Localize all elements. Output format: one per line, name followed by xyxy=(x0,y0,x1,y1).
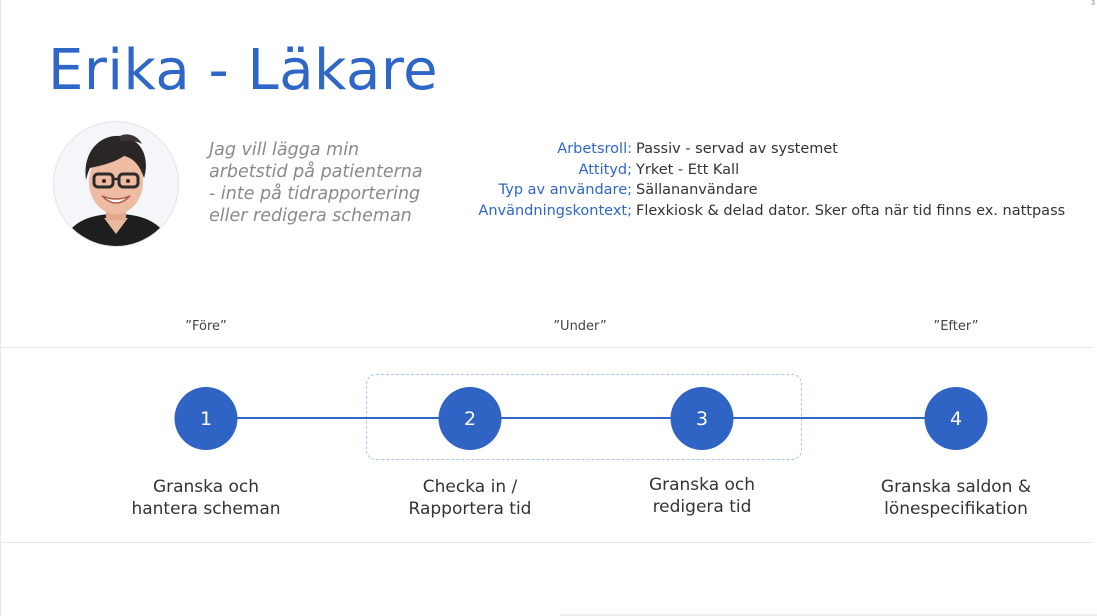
phase-label-before: ”Före” xyxy=(185,319,227,334)
step-label-1: Granska och hantera scheman xyxy=(131,476,280,520)
step-label-line: redigera tid xyxy=(652,497,752,517)
page-title: Erika - Läkare xyxy=(48,38,439,103)
avatar xyxy=(53,121,179,247)
step-label-2: Checka in / Rapportera tid xyxy=(409,476,532,520)
step-label-line: hantera scheman xyxy=(131,499,281,519)
attribute-value-kontext: Flexkiosk & delad dator. Sker ofta när t… xyxy=(636,202,1066,219)
divider-bottom xyxy=(1,542,1093,543)
attribute-value-arbetsroll: Passiv - servad av systemet xyxy=(636,141,838,157)
quote-line: arbetstid på patienterna xyxy=(209,162,423,182)
step-circle-2: 2 xyxy=(438,387,502,450)
step-circle-1: 1 xyxy=(174,387,238,450)
page-marker: 3 xyxy=(1091,0,1095,7)
step-label-4: Granska saldon & lönespecifikation xyxy=(881,476,1031,520)
timeline-line xyxy=(206,417,956,419)
divider-top xyxy=(1,347,1093,348)
step-label-line: Granska saldon & xyxy=(880,477,1032,497)
step-circle-4: 4 xyxy=(924,387,988,450)
slide-left-edge xyxy=(0,0,1,616)
attribute-label-attityd: Attityd; xyxy=(578,161,632,178)
quote-line: Jag vill lägga min xyxy=(209,140,360,160)
step-label-line: Rapportera tid xyxy=(408,499,532,519)
step-label-3: Granska och redigera tid xyxy=(649,474,755,518)
quote-line: eller redigera scheman xyxy=(209,206,412,226)
attribute-label-kontext: Användningskontext; xyxy=(478,202,632,219)
attribute-value-typ: Sällananvändare xyxy=(636,182,758,198)
slide-bottom-edge xyxy=(560,614,1097,616)
phase-label-during: ”Under” xyxy=(553,319,607,334)
step-label-line: Granska och xyxy=(152,477,260,497)
quote-line: - inte på tidrapportering xyxy=(209,184,421,204)
step-label-line: lönespecifikation xyxy=(884,499,1028,519)
step-circle-3: 3 xyxy=(670,387,734,450)
attribute-label-arbetsroll: Arbetsroll: xyxy=(557,141,632,157)
person-portrait-icon xyxy=(54,122,178,246)
phase-label-after: ”Efter” xyxy=(933,319,979,334)
attribute-value-attityd: Yrket - Ett Kall xyxy=(636,161,740,178)
attribute-label-typ: Typ av användare; xyxy=(498,182,632,198)
persona-quote: Jag vill lägga min arbetstid på patiente… xyxy=(209,139,423,227)
step-label-line: Checka in / xyxy=(422,477,518,497)
step-label-line: Granska och xyxy=(648,475,756,495)
